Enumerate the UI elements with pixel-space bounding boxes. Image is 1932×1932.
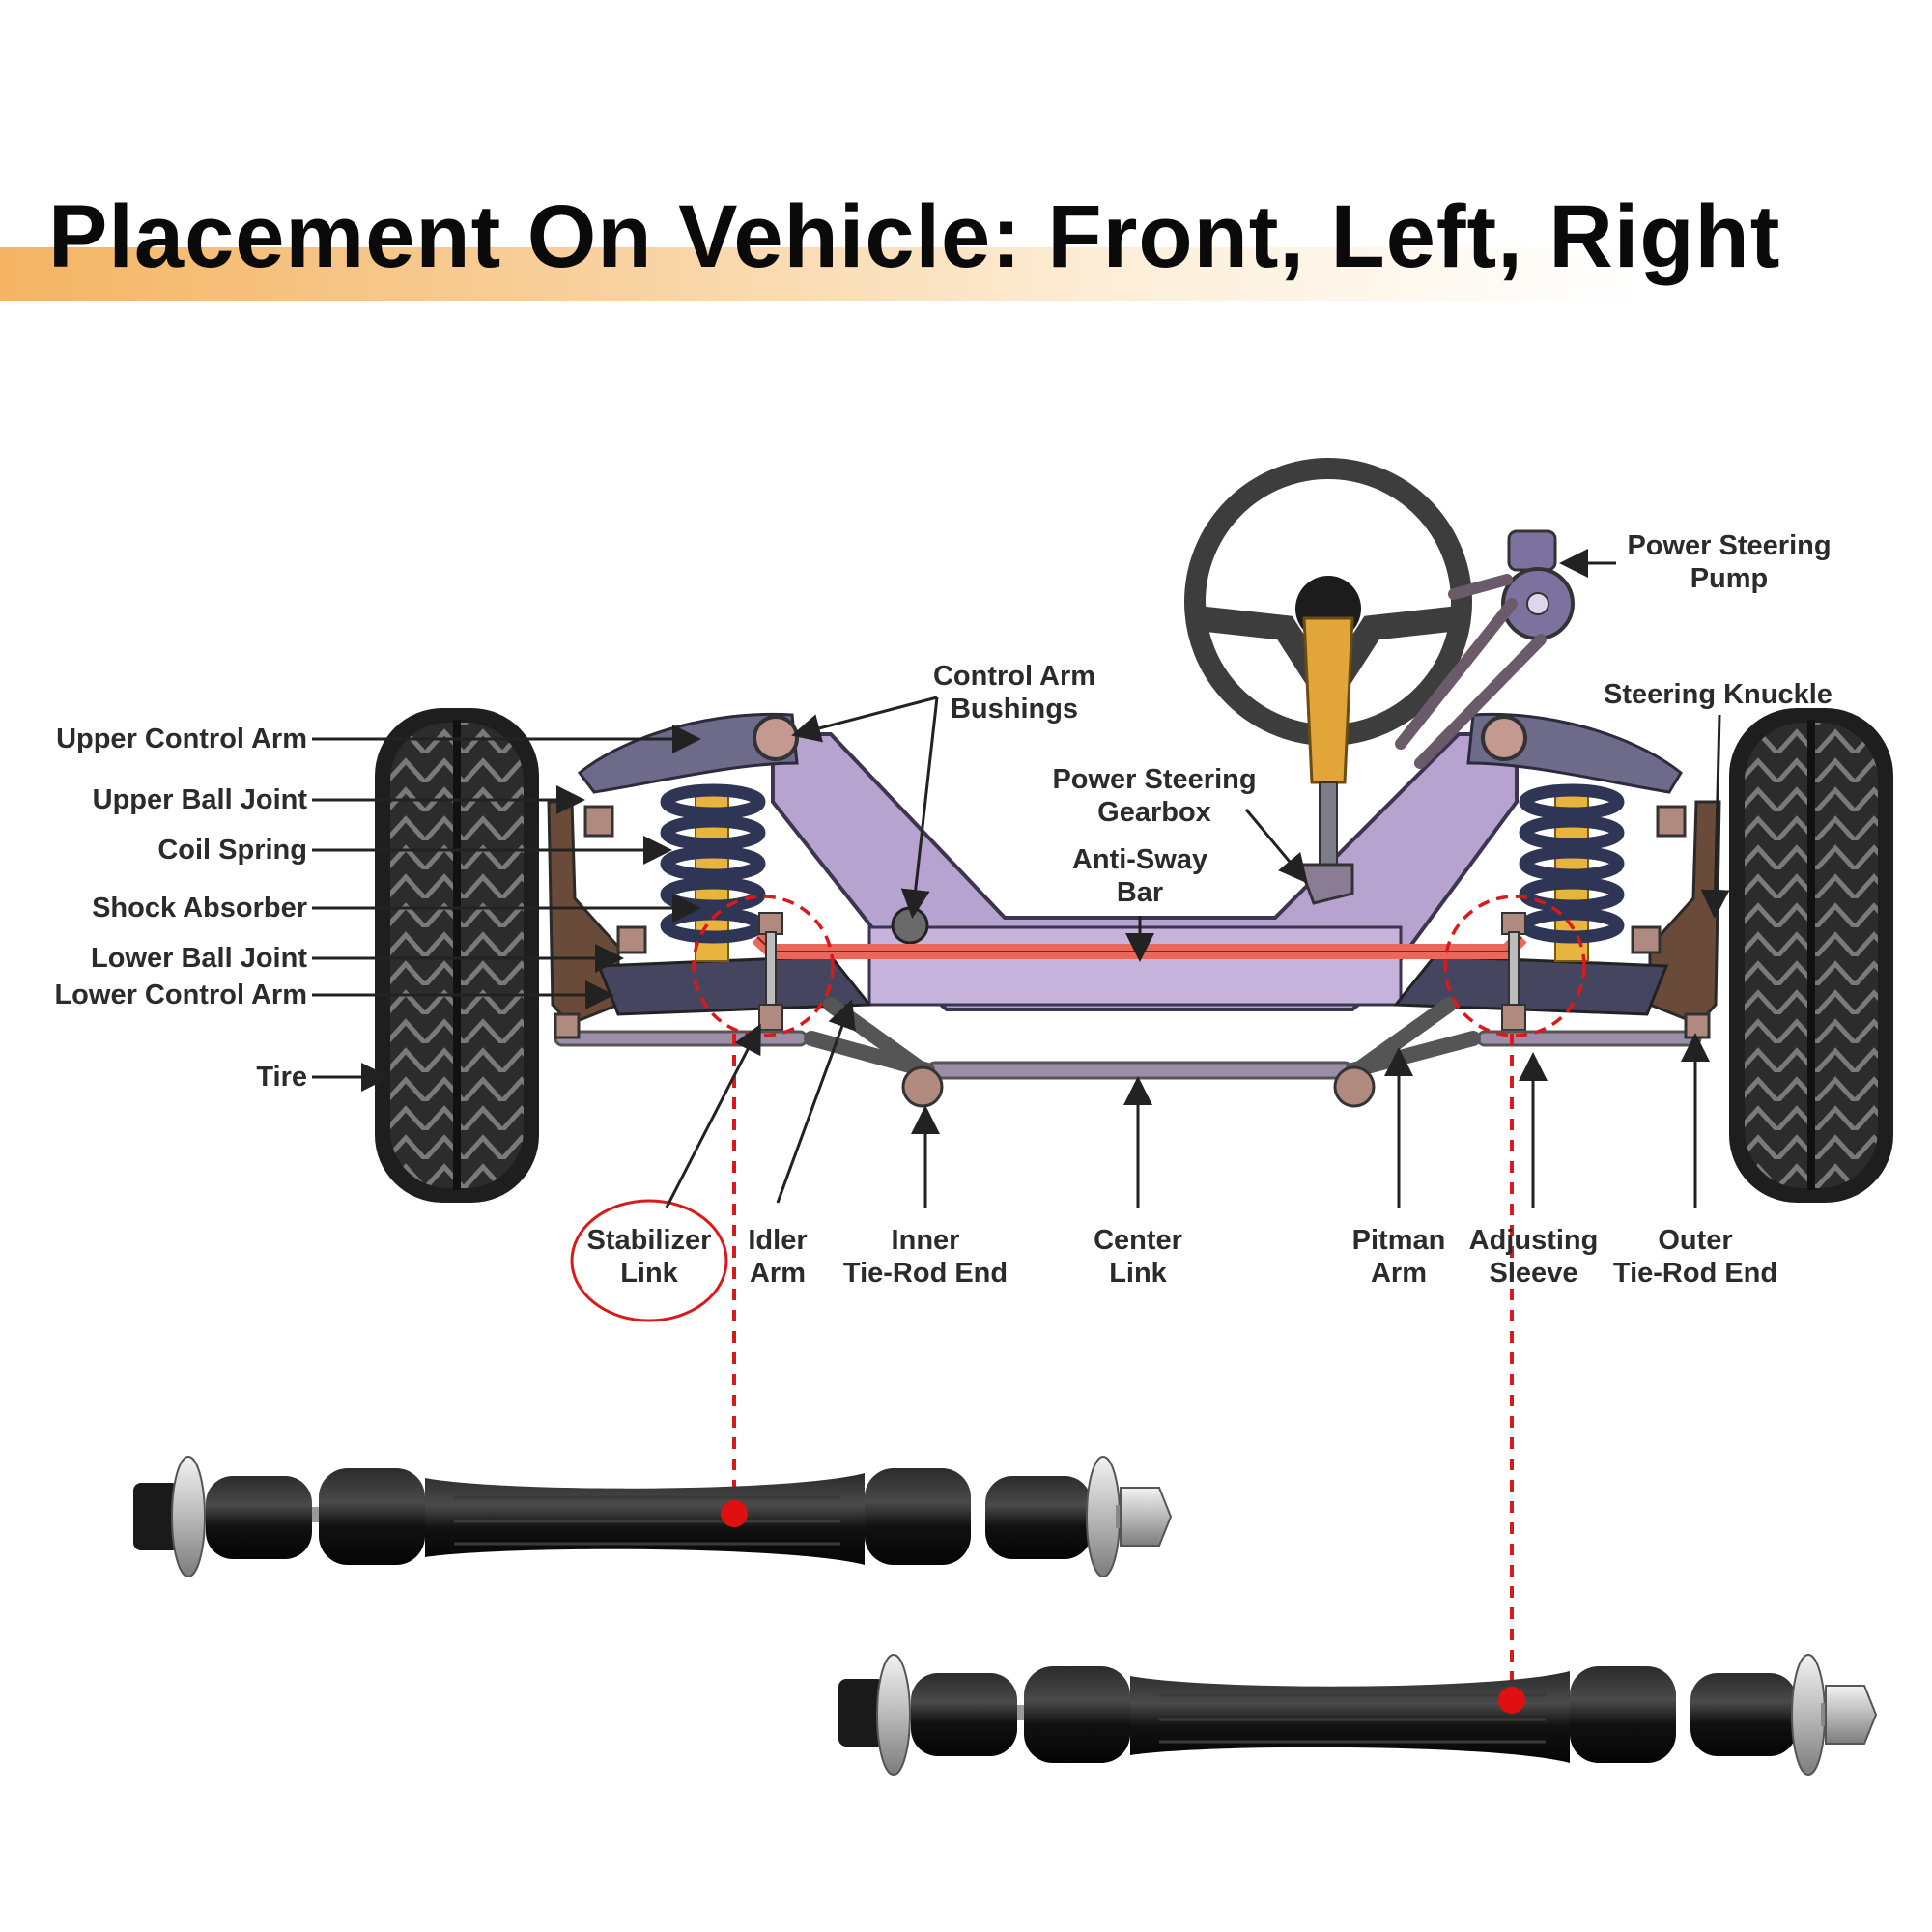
top-leader-lines <box>791 549 1730 962</box>
steering-linkage <box>554 997 1702 1080</box>
left-control-arm-bushing <box>753 715 799 761</box>
steering-column <box>1302 616 1354 784</box>
label-pitman-arm: Pitman Arm <box>1351 1225 1446 1289</box>
label-steering-knuckle: Steering Knuckle <box>1604 679 1833 710</box>
label-inner-tie-rod-end: Inner Tie-Rod End <box>842 1225 1009 1289</box>
frame-stabilizer-link-right <box>1501 912 1526 1031</box>
label-stabilizer-link: Stabilizer Link <box>586 1225 712 1289</box>
right-coil-spring <box>1519 783 1625 962</box>
product-1-red-dot <box>721 1500 748 1527</box>
ball-joints <box>583 805 1687 954</box>
label-coil-spring: Coil Spring <box>157 835 307 866</box>
tie-rod-ends <box>554 1012 1711 1108</box>
steering-shaft <box>1319 781 1338 870</box>
label-control-arm-bushings: Control Arm Bushings <box>932 661 1096 724</box>
title-underline-band <box>0 247 1932 301</box>
page-title: Placement On Vehicle: Front, Left, Right <box>48 187 1781 286</box>
label-shock-absorber: Shock Absorber <box>92 893 307 923</box>
label-center-link: Center Link <box>1094 1225 1182 1289</box>
stabilizer-link-product-1 <box>133 1456 1173 1577</box>
label-upper-ball-joint: Upper Ball Joint <box>92 784 307 815</box>
label-tire: Tire <box>256 1062 307 1093</box>
product-2-red-dot <box>1498 1687 1525 1714</box>
left-coil-spring <box>660 783 766 962</box>
label-adjusting-sleeve: Adjusting Sleeve <box>1468 1225 1599 1289</box>
label-lower-control-arm: Lower Control Arm <box>54 980 307 1010</box>
frame-bushing <box>891 906 929 945</box>
power-steering-gearbox <box>1296 863 1354 905</box>
label-idler-arm: Idler Arm <box>748 1225 808 1289</box>
stabilizer-link-product-2 <box>838 1654 1878 1776</box>
power-steering-pump <box>1395 529 1575 769</box>
right-tire <box>1729 708 1893 1203</box>
left-highlight-circle <box>692 895 835 1037</box>
left-leader-lines <box>312 724 701 1092</box>
left-tire <box>375 708 539 1203</box>
label-power-steering-gearbox: Power Steering Gearbox <box>1052 764 1257 828</box>
label-power-steering-pump: Power Steering Pump <box>1627 530 1832 594</box>
bottom-leader-lines <box>665 999 1710 1208</box>
label-outer-tie-rod-end: Outer Tie-Rod End <box>1612 1225 1778 1289</box>
right-control-arm-bushing <box>1481 715 1527 761</box>
stabilizer-link-label-circle <box>570 1199 728 1322</box>
label-upper-control-arm: Upper Control Arm <box>56 724 307 754</box>
label-anti-sway-bar: Anti-Sway Bar <box>1071 844 1208 908</box>
right-highlight-circle <box>1443 895 1586 1037</box>
frame-stabilizer-link-left <box>758 912 783 1031</box>
label-lower-ball-joint: Lower Ball Joint <box>91 943 307 974</box>
